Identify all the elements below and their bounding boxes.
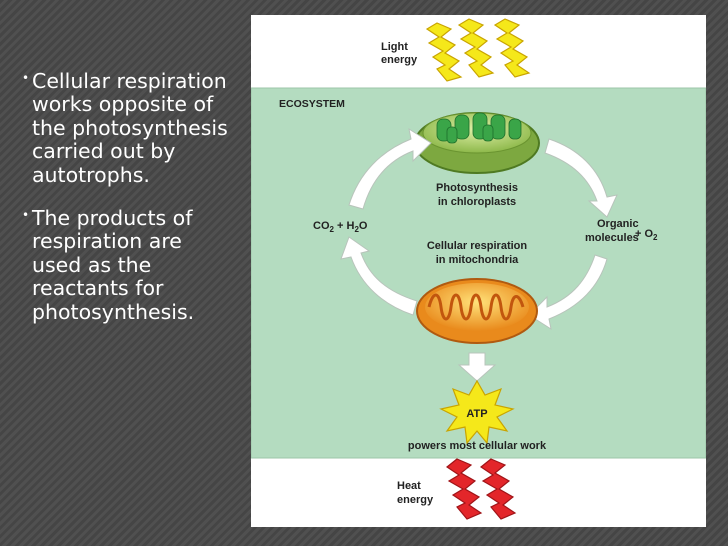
mitochondria-icon (416, 278, 538, 344)
energy-flow-figure: Light energy ECOSYSTEM Photosynthesis in… (251, 15, 706, 527)
bullet-marker: • (22, 71, 30, 85)
bullet-text: Cellular respiration works opposite of t… (32, 69, 228, 187)
powers-work-label: powers most cellular work (408, 440, 547, 452)
light-label-1: Light (381, 41, 408, 53)
ecosystem-label: ECOSYSTEM (279, 98, 345, 110)
chloroplast-icon (414, 112, 540, 174)
bullet-text: The products of respiration are used as … (32, 206, 195, 324)
products-label-1: Organic (597, 218, 639, 230)
bullet-item: • Cellular respiration works opposite of… (22, 69, 232, 187)
respiration-label-1: Cellular respiration (427, 240, 528, 252)
atp-burst-icon (439, 379, 515, 445)
heat-label-1: Heat (397, 480, 421, 492)
light-label-2: energy (381, 54, 418, 66)
products-label-3: + O2 (635, 228, 658, 242)
heat-label-2: energy (397, 494, 434, 506)
energy-flow-diagram: Light energy ECOSYSTEM Photosynthesis in… (251, 18, 706, 520)
products-label-2: molecules (585, 232, 639, 244)
light-lightning-icons (425, 18, 531, 82)
down-arrow-to-atp (457, 352, 497, 382)
bullet-item: • The products of respiration are used a… (22, 206, 232, 324)
photosynthesis-label-2: in chloroplasts (438, 196, 516, 208)
atp-label: ATP (466, 408, 487, 420)
respiration-label-2: in mitochondria (436, 254, 519, 266)
reactants-label: CO2 + H2O (313, 220, 368, 234)
bullet-list: • Cellular respiration works opposite of… (22, 69, 232, 344)
heat-lightning-icons (445, 458, 517, 520)
cycle-arrows (340, 127, 618, 331)
photosynthesis-label-1: Photosynthesis (436, 182, 518, 194)
bullet-marker: • (22, 208, 30, 223)
